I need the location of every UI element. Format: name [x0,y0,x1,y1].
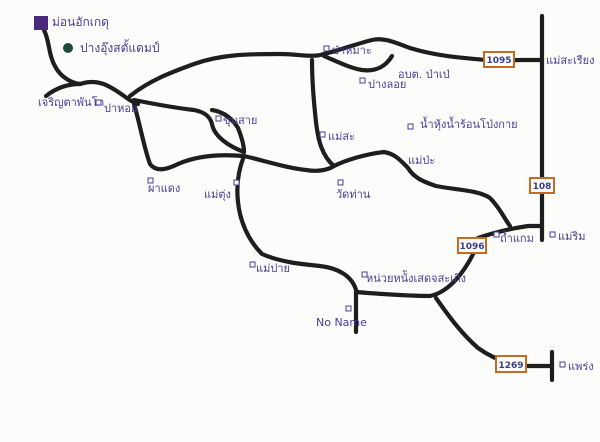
road-pa-klai [321,53,395,73]
marker-mae-rim [549,231,556,238]
place-pong-mae: แม่ปาย [256,262,290,275]
road-pa-ha-to-mae-kam [131,101,247,172]
road-west-branch [43,81,83,99]
places: ม่อนอักเกดุ ปางอุ๊งสตั้แดมป์ เจริญตาพันโ… [34,15,594,373]
start-marker [34,16,48,30]
route-shield-1269: 1269 [495,355,527,373]
route-shield-108: 108 [529,177,555,194]
place-pa-mai: ป่าหมาะ [332,44,372,57]
marker-nong-bua [233,179,240,186]
place-saen-hai: เจริญตาพันโก [38,95,104,109]
route-label-108: 108 [533,182,552,192]
marker-tham-kam [493,231,500,238]
place-ju-sai: ขุนสาย [223,114,257,127]
road-start-to-west-junction [41,27,83,87]
place-mae-kam: ผาแดง [148,182,180,195]
marker-mae-taeng [559,361,566,368]
place-no-name: No Name [316,316,367,329]
route-shield-1096: 1096 [457,237,487,254]
place-pa-ha: ปาหอย [104,102,137,115]
road-west-to-pa-ha [77,79,141,107]
marker-pa-mai [323,45,330,52]
place-nong-bua: แม่ตุ่ง [204,188,231,201]
place-start: ม่อนอักเกดุ [52,15,109,30]
place-mae-lao: แม่สะเรียง [546,54,594,67]
route-label-1095: 1095 [486,56,511,66]
road-north-main [127,37,545,99]
marker-pa-klai [359,77,366,84]
marker-no-name [345,305,352,312]
place-forest-station: หน่วยหน้ังเสดจสะเกิง [366,270,466,285]
marker-pa-ha [95,99,102,106]
place-tham-nuea: แม่สะ [328,130,355,143]
marker-wat-aran [337,179,344,186]
camp-marker [63,43,73,53]
road-central-east [241,149,513,229]
place-tham-kam: ถ้ำแกม [500,230,534,245]
place-mae-pa: แม่ป่ะ [408,154,435,167]
marker-mae-kam [147,177,154,184]
road-vertical-central [309,57,337,169]
road-forest-to-1096 [353,245,479,299]
place-obt: อบต. ป่าเป่ [398,68,450,81]
marker-waterfall [407,123,414,130]
road-1096-junction [475,223,545,241]
route-label-1269: 1269 [498,361,523,371]
route-shields: 1095 108 1096 1269 [457,51,555,373]
place-camp: ปางอุ๊งสตั้แดมป์ [80,39,159,56]
place-mae-taeng: แพร่ง [568,360,594,373]
road-pa-ha-to-ju-sai [131,97,247,155]
marker-forest-station [361,271,368,278]
place-pa-klai: ปางลอย [368,78,406,91]
marker-tham-nuea [319,131,326,138]
place-waterfall: น้ำหุ้งน้ำร้อนโป่งกาย [420,116,518,131]
route-label-1096: 1096 [459,242,484,252]
marker-ju-sai [215,115,222,122]
place-mae-rim: แม่ริม [558,230,586,243]
route-shield-1095: 1095 [483,51,515,68]
road-ju-sai-loop [209,107,247,155]
place-wat-aran: วัดท่าน [336,188,371,201]
road-south-main [235,153,359,293]
marker-pong-mae [249,261,256,268]
